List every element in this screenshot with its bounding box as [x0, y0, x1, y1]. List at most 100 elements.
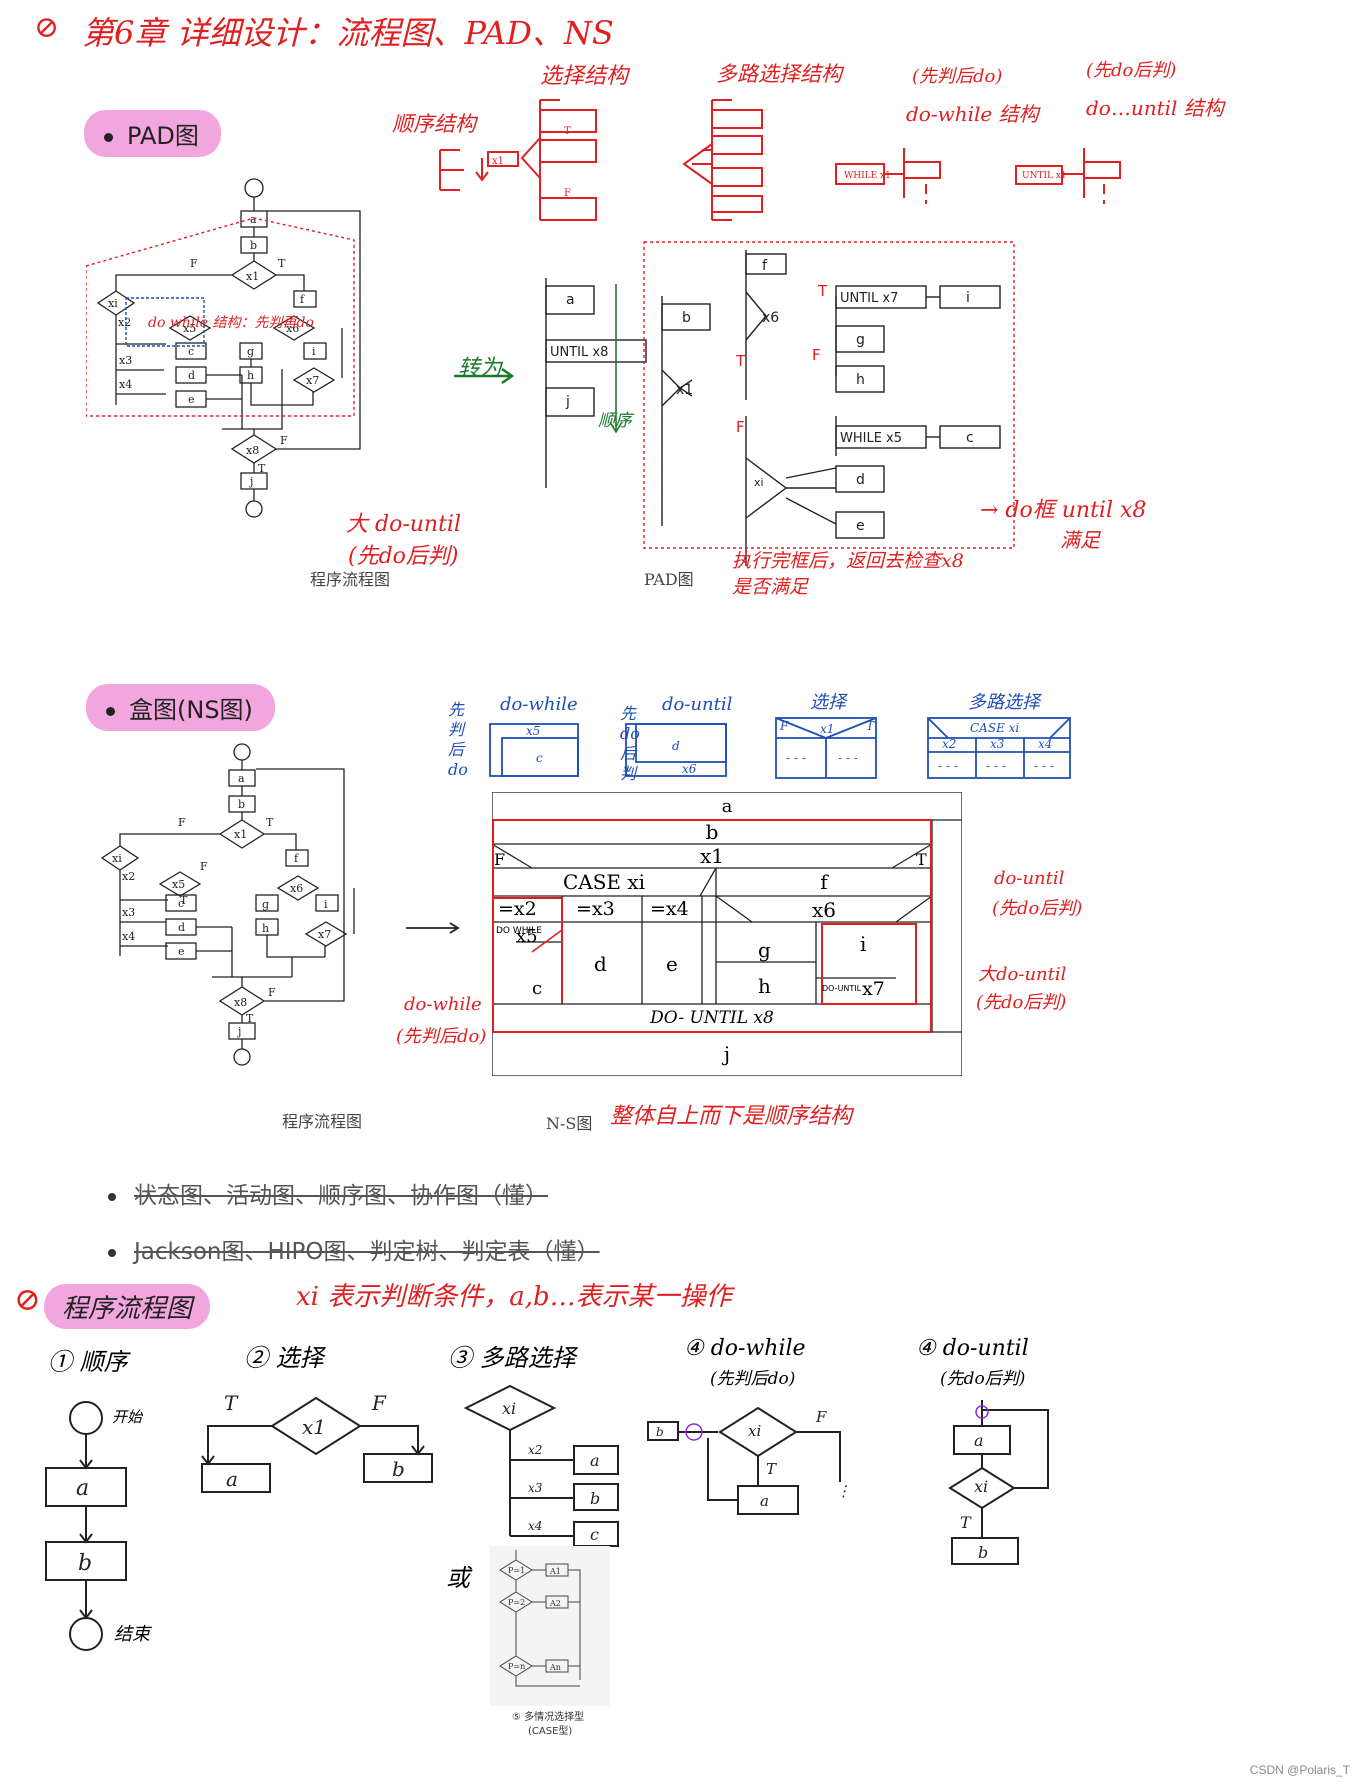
- svg-text:b: b: [590, 1489, 600, 1508]
- ns-cell-e: e: [666, 952, 678, 976]
- svg-text:xi: xi: [974, 1477, 988, 1496]
- svg-text:An: An: [549, 1663, 561, 1672]
- svg-text:A2: A2: [549, 1599, 561, 1608]
- svg-text:x4: x4: [1038, 737, 1052, 751]
- svg-text:x8: x8: [234, 996, 247, 1009]
- svg-text:P=n: P=n: [508, 1662, 525, 1671]
- svg-text:T: T: [735, 352, 746, 370]
- pad-until-label-2: do…until 结构: [1086, 96, 1224, 120]
- flow-c1-end: 结束: [114, 1624, 150, 1645]
- svg-text:x2: x2: [122, 870, 135, 883]
- ns-cell-i: i: [860, 932, 867, 956]
- pad-while-label-2: do-while 结构: [906, 102, 1039, 126]
- flow-sequence-diagram: ab: [45, 1401, 127, 1651]
- svg-text:x6: x6: [762, 310, 779, 326]
- ns-cell-T: T: [916, 850, 927, 869]
- svg-text:d: d: [178, 921, 185, 934]
- bullet-text-1: 状态图、活动图、顺序图、协作图（懂）: [134, 1183, 548, 1209]
- flow-c4-sub: (先判后do): [710, 1369, 796, 1389]
- svg-text:c: c: [536, 751, 543, 765]
- svg-text:a: a: [566, 292, 575, 308]
- svg-text:b: b: [656, 1425, 664, 1439]
- svg-text:j: j: [236, 1025, 241, 1038]
- svg-text:T: T: [258, 462, 266, 475]
- ns-caption-ns: N-S图: [546, 1114, 593, 1133]
- ns-cell-dountil-x8: DO- UNTIL x8: [650, 1008, 774, 1028]
- pad-note-bottom-2: 是否满足: [732, 576, 809, 598]
- flow-pill-label: 程序流程图: [62, 1294, 193, 1324]
- svg-text:F: F: [371, 1391, 387, 1415]
- svg-text:xi: xi: [754, 476, 764, 489]
- svg-text:g: g: [262, 898, 269, 911]
- ns-cell-g: g: [758, 938, 771, 962]
- svg-text:F: F: [178, 816, 186, 829]
- ns-note-big-1: 大do-until: [978, 964, 1067, 985]
- svg-text:c: c: [966, 430, 974, 446]
- svg-text:F: F: [815, 1408, 827, 1426]
- svg-text:g: g: [247, 345, 254, 358]
- svg-text:a: a: [590, 1451, 600, 1470]
- svg-text:T: T: [180, 894, 188, 907]
- svg-text:x7: x7: [306, 374, 319, 387]
- flow-c1-title: ① 顺序: [48, 1348, 128, 1376]
- svg-text:x7: x7: [318, 928, 331, 941]
- svg-text:x5: x5: [526, 724, 540, 738]
- ns-note-dowhile-1: do-while: [404, 994, 482, 1015]
- ns-cell-F: F: [494, 850, 506, 869]
- svg-text:T: T: [266, 816, 274, 829]
- ns-pill: 盒图(NS图): [86, 684, 275, 731]
- svg-text:c: c: [188, 345, 194, 358]
- svg-text:- - -: - - -: [1034, 759, 1054, 773]
- svg-text:x2: x2: [118, 316, 131, 329]
- svg-text:b: b: [78, 1551, 92, 1576]
- svg-text:h: h: [856, 372, 865, 388]
- page-title: 第6章 详细设计：流程图、PAD、NS: [82, 14, 614, 52]
- pad-shunxu: 顺序: [598, 411, 632, 431]
- svg-text:h: h: [262, 922, 269, 935]
- flow-c3-title: ③ 多路选择: [448, 1344, 576, 1372]
- ns-multi-title: 多路选择: [968, 692, 1040, 713]
- svg-text:x3: x3: [122, 906, 135, 919]
- svg-text:T: T: [866, 719, 875, 733]
- svg-text:WHILE x5: WHILE x5: [840, 431, 902, 446]
- ns-diagram: a b x1 F T CASE xi f x6 =x2 =x3 =x4 DO W…: [492, 792, 962, 1076]
- bullet-dot-icon: [108, 1248, 116, 1257]
- svg-text:d: d: [856, 472, 865, 488]
- pad-diagram: a UNTIL x8 j b x1 f x6 UNTIL x7 i g h WH…: [545, 241, 1015, 566]
- svg-text:UNTIL x7: UNTIL x7: [840, 291, 898, 306]
- ns-caption-flow: 程序流程图: [282, 1112, 363, 1131]
- svg-text:T: T: [278, 257, 286, 270]
- pad-note-right-1: → do框 until x8: [980, 498, 1147, 523]
- svg-text:b: b: [238, 798, 245, 811]
- svg-text:F: F: [736, 418, 745, 436]
- svg-text:P=2: P=2: [508, 1598, 525, 1607]
- ns-cell-x1: x1: [699, 844, 724, 868]
- pad-pill: PAD图: [84, 110, 221, 157]
- ns-cell-a: a: [721, 796, 733, 817]
- svg-text:F: F: [564, 188, 571, 199]
- svg-text:b: b: [682, 310, 691, 326]
- ns-select-title: 选择: [810, 692, 846, 713]
- svg-text:d: d: [188, 369, 195, 382]
- ns-cell-x4: =x4: [650, 898, 689, 920]
- svg-text:- - -: - - -: [938, 759, 958, 773]
- svg-text:x4: x4: [119, 378, 132, 391]
- svg-text:T: T: [246, 1012, 254, 1025]
- ns-convert-arrow-icon: [406, 922, 460, 934]
- svg-text:UNTIL x8: UNTIL x8: [550, 345, 608, 360]
- svg-text:x2: x2: [942, 737, 956, 751]
- svg-text:A1: A1: [549, 1567, 561, 1576]
- ns-dowhile-title: do-while: [500, 694, 578, 715]
- ns-note-big-2: (先do后判): [976, 992, 1067, 1013]
- ns-xian-do: 先do后判: [620, 704, 640, 783]
- svg-text:x5: x5: [172, 878, 185, 891]
- svg-text:xi: xi: [502, 1399, 516, 1418]
- ns-xian-pan: 先判后do: [448, 700, 468, 779]
- svg-text:T: T: [817, 282, 828, 300]
- svg-text:- - -: - - -: [986, 759, 1006, 773]
- svg-text:h: h: [247, 369, 254, 382]
- ns-cell-b: b: [705, 820, 719, 844]
